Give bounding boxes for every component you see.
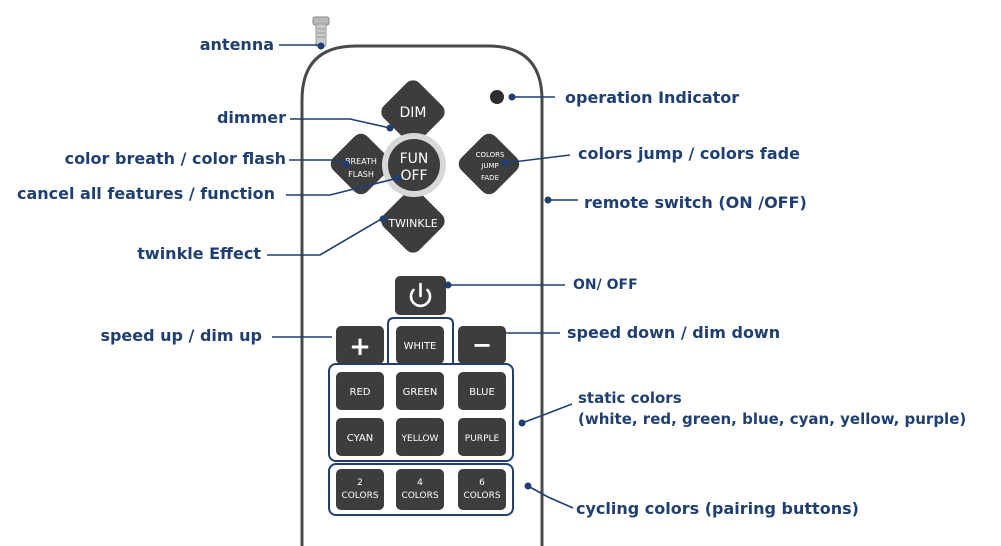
callout-dimmer: dimmer — [216, 108, 286, 127]
static-colors-bracket — [328, 363, 514, 462]
plus-button[interactable] — [336, 326, 384, 364]
off-label: OFF — [400, 168, 427, 184]
purple-button[interactable] — [458, 418, 506, 456]
plus-label: + — [349, 332, 371, 362]
twinkle-button[interactable] — [378, 186, 449, 257]
white-label: WHITE — [404, 341, 437, 352]
colors-jump-fade-button[interactable] — [455, 130, 523, 198]
fun-label: FUN — [400, 151, 429, 167]
cyan-button[interactable] — [336, 418, 384, 456]
callout-on-off: ON/ OFF — [573, 277, 638, 293]
white-bracket — [387, 317, 454, 364]
cyan-label: CYAN — [347, 433, 373, 444]
callout-static-colors: static colors (white, red, green, blue, … — [578, 388, 966, 430]
power-icon — [409, 282, 432, 308]
purple-label: PURPLE — [465, 434, 500, 444]
callout-remote-switch: remote switch (ON /OFF) — [584, 193, 807, 212]
six-label: 6 — [479, 478, 485, 488]
fade-label: FADE — [481, 174, 499, 182]
callout-static-colors-line1: static colors — [578, 389, 682, 407]
callout-static-colors-line2: (white, red, green, blue, cyan, yellow, … — [578, 410, 967, 428]
callout-cancel-features: cancel all features / function — [16, 184, 275, 203]
leader-lines — [267, 44, 578, 509]
callout-twinkle: twinkle Effect — [137, 244, 261, 263]
callout-speed-down: speed down / dim down — [567, 323, 781, 342]
cycling-colors-bracket — [328, 463, 514, 516]
flash-label: FLASH — [348, 170, 374, 179]
twinkle-button-label: TWINKLE — [387, 217, 437, 230]
dim-button-label: DIM — [400, 105, 427, 121]
green-button[interactable] — [396, 372, 444, 410]
callout-speed-up: speed up / dim up — [100, 326, 262, 345]
minus-button[interactable] — [458, 326, 506, 364]
indicator-light-icon — [490, 90, 504, 104]
colors-label: COLORS — [476, 151, 505, 159]
leader-dots — [317, 42, 552, 490]
two-colors-label: COLORS — [341, 491, 378, 501]
antenna-icon — [312, 16, 330, 47]
minus-label: − — [472, 331, 492, 359]
breath-flash-button[interactable] — [327, 130, 395, 198]
yellow-label: YELLOW — [401, 434, 439, 444]
red-button[interactable] — [336, 372, 384, 410]
dim-button[interactable] — [378, 77, 449, 148]
callout-cycling-colors: cycling colors (pairing buttons) — [576, 499, 859, 518]
callout-indicator: operation Indicator — [565, 88, 740, 107]
callout-colors-jump-fade: colors jump / colors fade — [578, 144, 800, 163]
blue-label: BLUE — [469, 387, 495, 398]
callout-breath-flash: color breath / color flash — [64, 149, 286, 168]
six-colors-button[interactable] — [458, 469, 506, 510]
callout-antenna: antenna — [199, 35, 274, 54]
four-colors-button[interactable] — [396, 469, 444, 510]
two-label: 2 — [357, 478, 363, 488]
white-button[interactable] — [396, 326, 444, 364]
four-colors-label: COLORS — [401, 491, 438, 501]
green-label: GREEN — [403, 387, 438, 398]
breath-label: BREATH — [345, 157, 377, 166]
red-label: RED — [350, 387, 371, 398]
six-colors-label: COLORS — [463, 491, 500, 501]
blue-button[interactable] — [458, 372, 506, 410]
four-label: 4 — [417, 478, 423, 488]
two-colors-button[interactable] — [336, 469, 384, 510]
yellow-button[interactable] — [396, 418, 444, 456]
jump-label: JUMP — [480, 162, 498, 170]
